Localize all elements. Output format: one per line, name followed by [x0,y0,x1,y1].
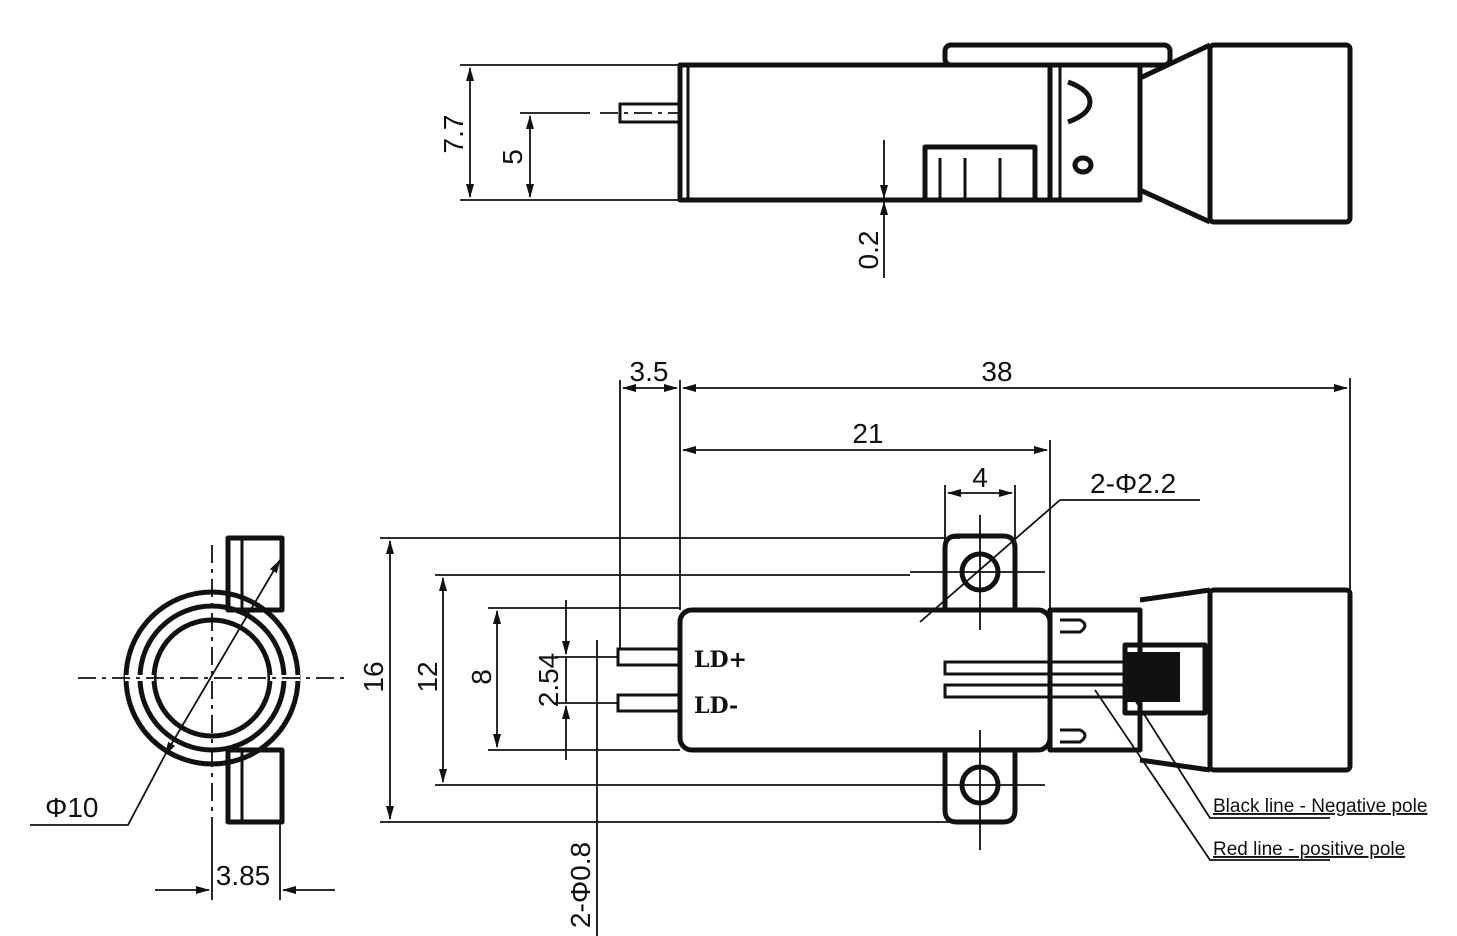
front-view: LD+ LD- Black line - Negative pole Red l… [358,356,1427,936]
dim-body-height: 8 [466,669,497,685]
pin-label-negative: LD- [694,693,738,719]
dim-pin-length: 3.5 [630,356,669,387]
dim-height: 7.7 [438,115,469,154]
dim-ear-width: 4 [972,462,988,493]
dim-tab-width: 3.85 [216,860,271,891]
note-red-positive: Red line - positive pole [1213,839,1405,860]
dim-pin-pitch: 2.54 [533,653,564,708]
end-view: Φ10 3.85 [30,535,345,900]
dim-overall-length: 38 [981,356,1012,387]
dim-hole-diameter: 2-Φ2.2 [1090,468,1176,499]
dim-pin-height: 5 [497,149,528,165]
dim-gap: 0.2 [853,231,884,270]
top-view: 7.7 5 0.2 [438,42,1353,278]
dim-diameter: Φ10 [45,792,98,823]
dim-overall-height: 16 [358,661,389,692]
dim-hole-spacing: 12 [412,661,443,692]
dim-pin-diameter: 2-Φ0.8 [565,842,596,928]
pin-label-positive: LD+ [694,647,747,673]
note-black-negative: Black line - Negative pole [1213,796,1427,817]
dim-mount-hole-position: 21 [852,418,883,449]
